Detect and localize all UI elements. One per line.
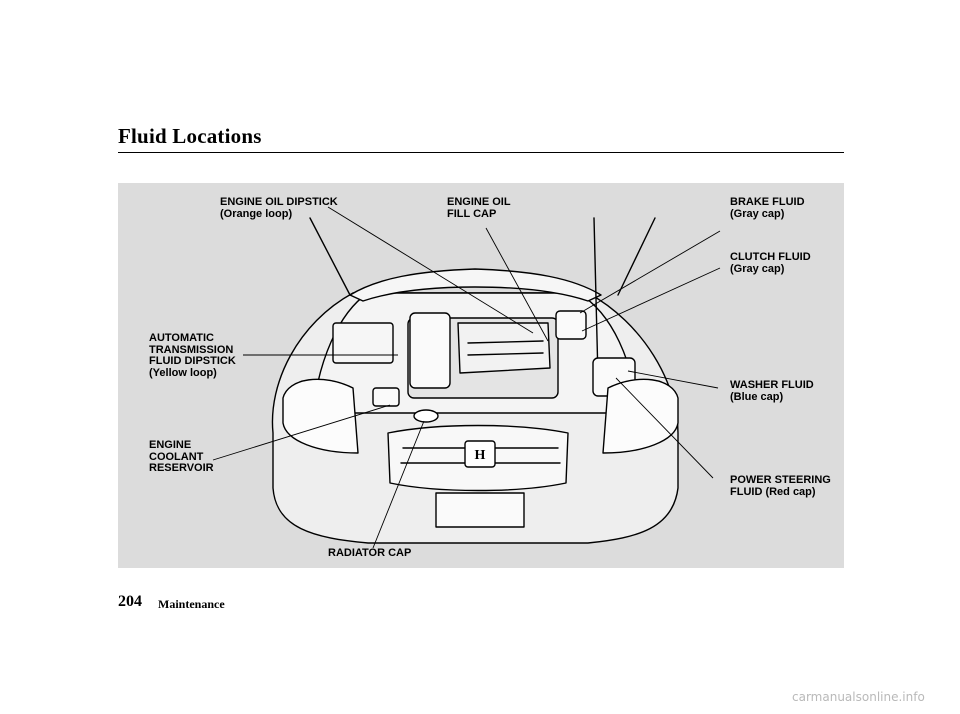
page-title: Fluid Locations — [118, 124, 262, 148]
leader-power-steering — [615, 377, 714, 479]
watermark: carmanualsonline.info — [792, 690, 925, 704]
leader-washer-fluid — [627, 370, 719, 389]
label-engine-oil-fill-cap: ENGINE OIL FILL CAP — [447, 196, 511, 220]
valve-cover — [457, 322, 551, 374]
leader-coolant-reservoir — [212, 404, 391, 461]
hood-strut-left — [309, 217, 351, 296]
title-divider — [118, 152, 844, 153]
label-clutch-fluid: CLUTCH FLUID (Gray cap) — [730, 251, 811, 275]
leader-clutch-fluid — [581, 267, 721, 332]
headlight-left — [282, 378, 359, 454]
leader-engine-oil-fill-cap — [485, 227, 549, 342]
radiator-cap — [413, 409, 439, 423]
hood-strut-right — [617, 217, 656, 296]
label-power-steering-fluid: POWER STEERING FLUID (Red cap) — [730, 474, 831, 498]
label-radiator-cap: RADIATOR CAP — [328, 547, 412, 559]
section-name: Maintenance — [158, 597, 225, 611]
license-plate — [435, 492, 525, 528]
engine-compartment-figure: H ENGINE OIL DIPSTICK (Orange loop) ENGI… — [118, 183, 844, 568]
leader-radiator-cap — [372, 420, 425, 549]
label-brake-fluid: BRAKE FLUID (Gray cap) — [730, 196, 805, 220]
label-washer-fluid: WASHER FLUID (Blue cap) — [730, 379, 814, 403]
hood-prop-rod — [593, 217, 599, 379]
raised-hood — [349, 268, 602, 302]
label-engine-coolant-reservoir: ENGINE COOLANT RESERVOIR — [149, 439, 214, 474]
engine-compartment-illustration: H — [212, 206, 721, 549]
battery — [332, 322, 394, 364]
label-engine-oil-dipstick: ENGINE OIL DIPSTICK (Orange loop) — [220, 196, 338, 220]
air-intake — [409, 312, 451, 389]
honda-emblem — [464, 440, 496, 468]
label-atf-dipstick: AUTOMATIC TRANSMISSION FLUID DIPSTICK (Y… — [149, 332, 236, 379]
leader-brake-fluid — [579, 230, 721, 314]
svg-text:H: H — [475, 448, 486, 463]
page-number: 204 — [118, 593, 142, 610]
coolant-reservoir — [372, 387, 400, 407]
leader-engine-oil-dipstick — [327, 206, 534, 334]
brake-reservoir — [555, 310, 587, 340]
